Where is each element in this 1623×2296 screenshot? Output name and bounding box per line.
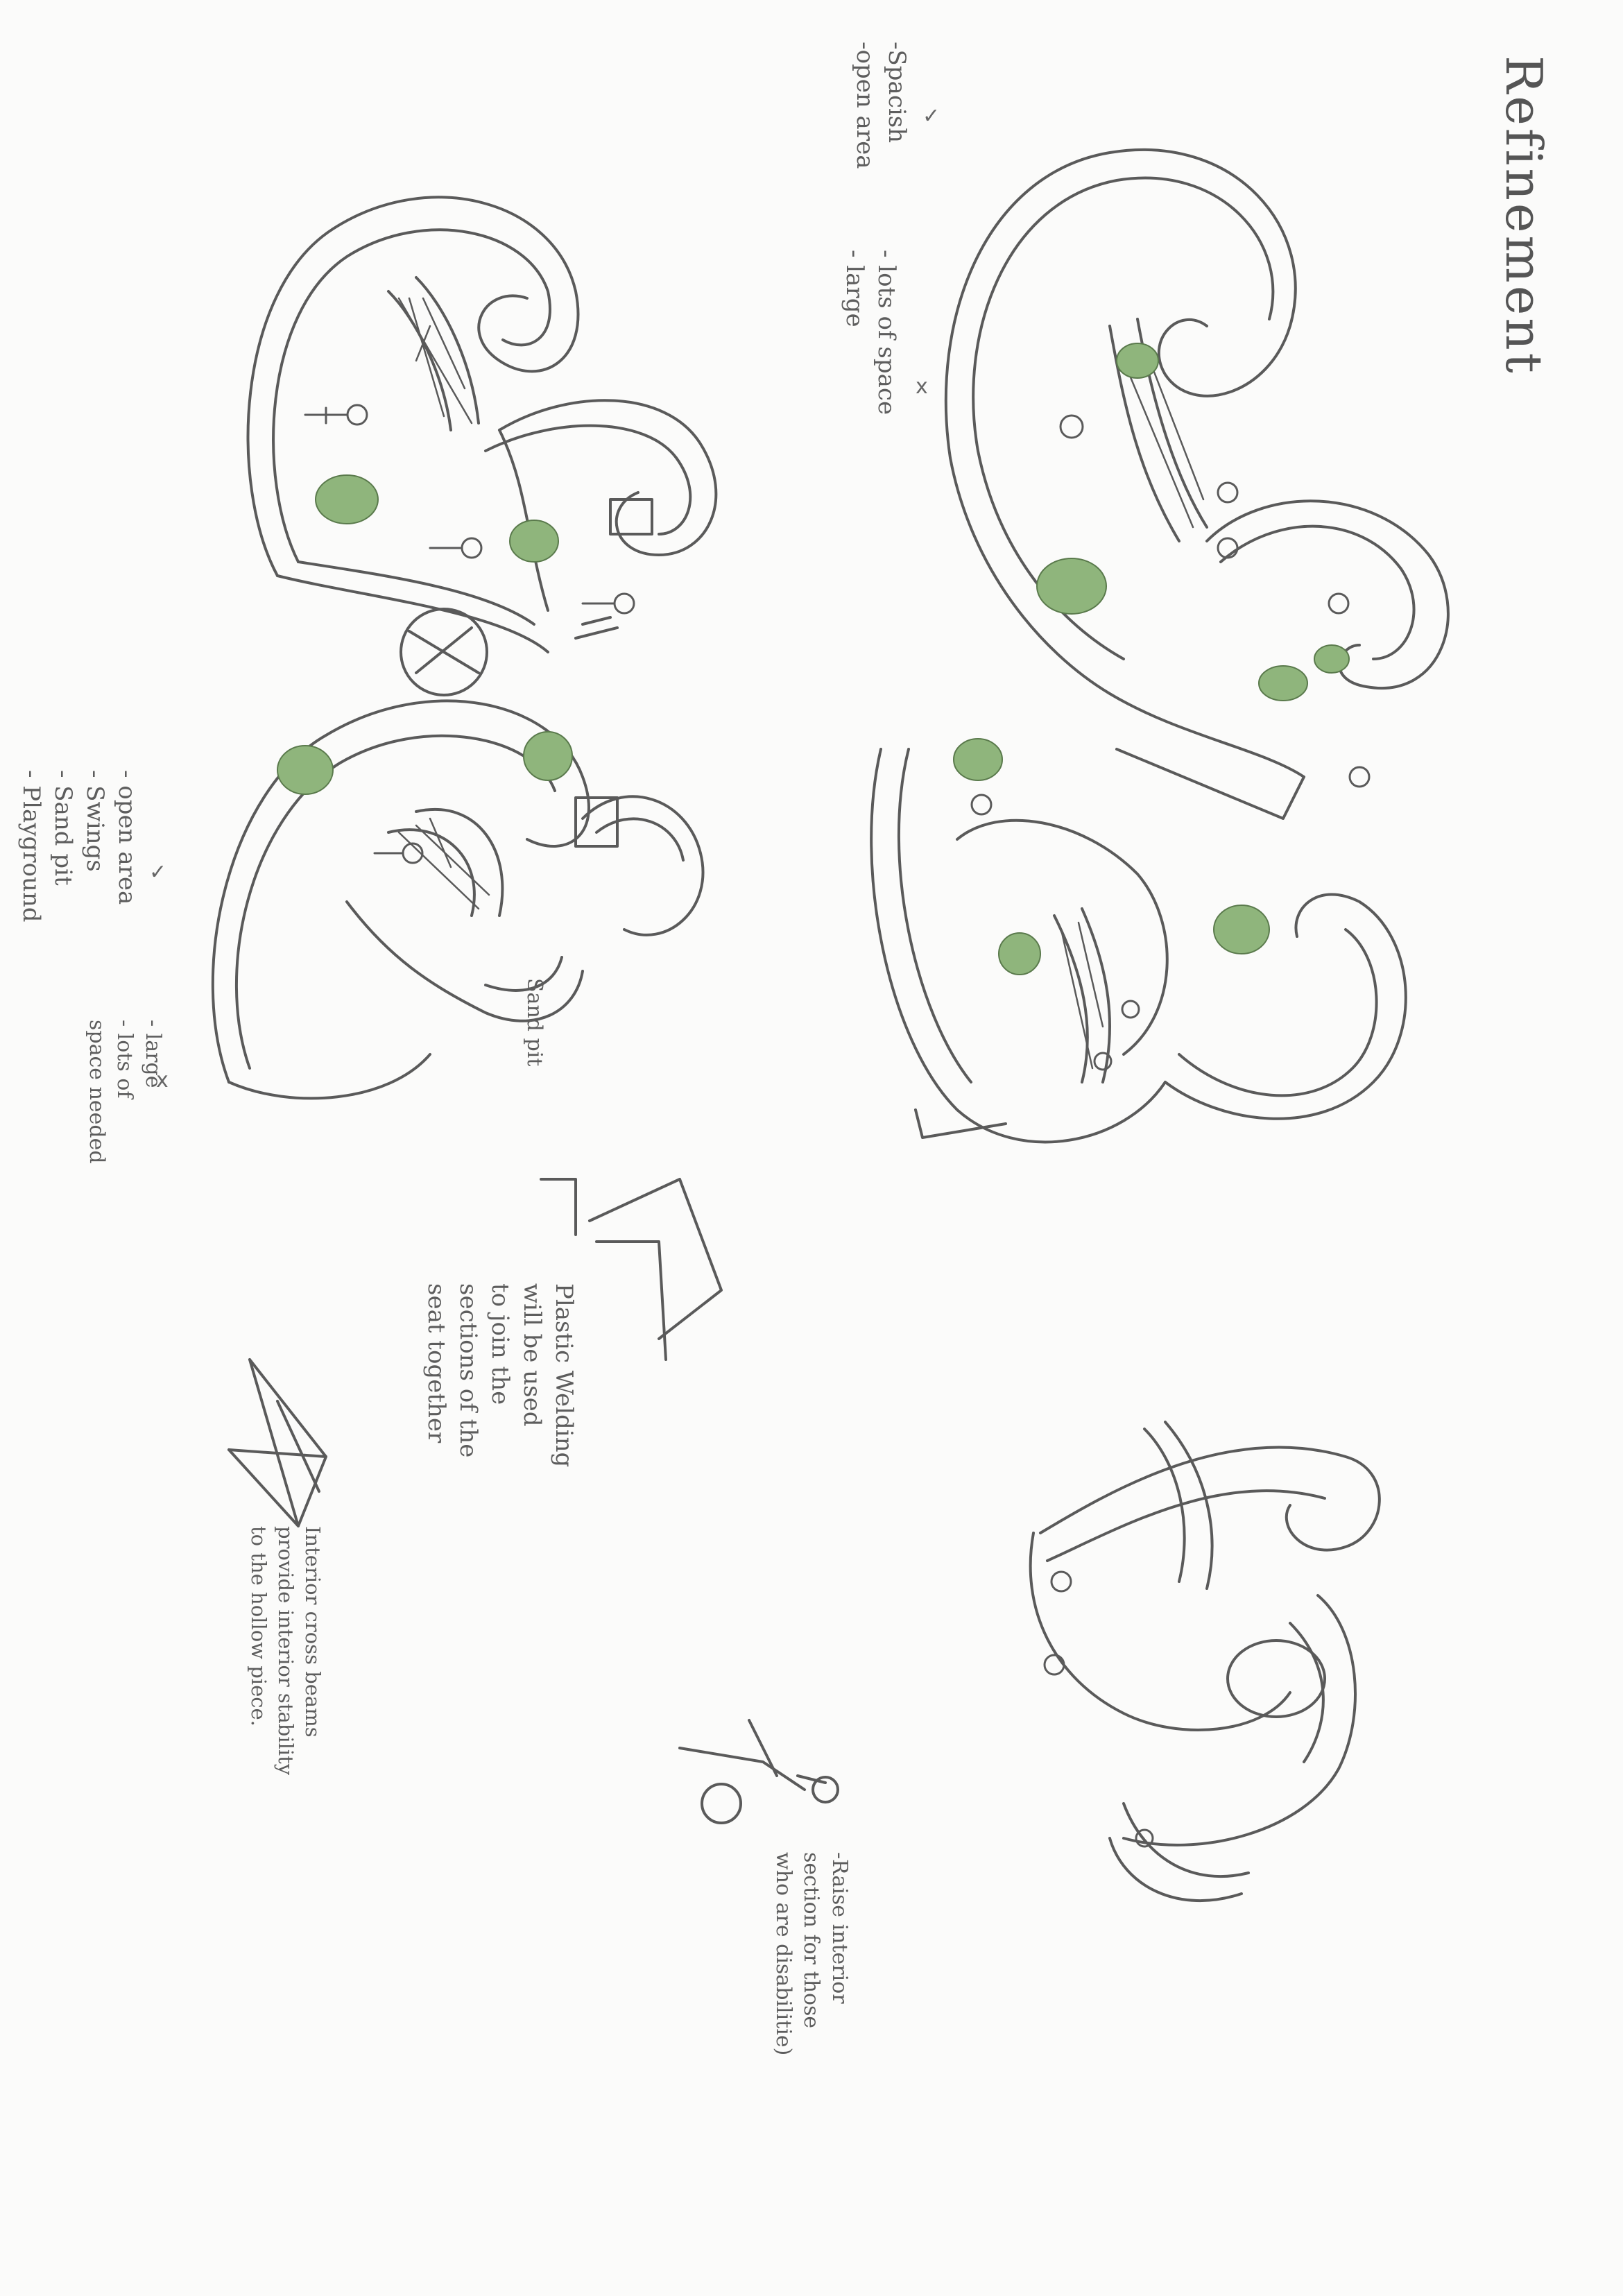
note-line: section for those [797,1852,825,2055]
foliage-marks [277,343,1349,975]
stick-figures [305,405,1369,1847]
note-line: -Raise interior [825,1852,854,2055]
note-line: seat together [420,1283,452,1467]
tick-mark: ✓ [922,104,940,128]
tick-mark: ✓ [149,860,166,884]
note-top-left-cons: - lots of space - large [838,250,902,415]
sketch-top-left-lower [213,609,703,1098]
note-line: - Playground [15,770,46,923]
cross-mark: x [916,375,928,399]
sketch-top-left-upper [248,197,716,652]
note-sand-pit: Sand pit [520,978,549,1066]
note-line: to the hollow piece. [245,1526,272,1775]
note-line: - lots of space [870,250,902,415]
note-bottom-left-cons: - large - lots of space needed [83,1020,167,1164]
sketch-right-lower [871,749,1406,1142]
note-line: -Spacish [880,42,912,169]
sketch-right-upper [946,150,1448,777]
note-bottom-left-pros: - open area - Swings - Sand pit - Playgr… [15,770,142,923]
note-plastic-welding: Plastic Welding will be used to join the… [420,1283,579,1467]
note-line: - large [838,250,870,415]
note-cross-beams: Interior cross beams provide interior st… [245,1526,326,1775]
note-line: will be used [515,1283,547,1467]
note-line: provide interior stability [272,1526,299,1775]
sketch-cross-beam [229,1360,326,1526]
note-line: Plastic Welding [547,1283,579,1467]
note-line: sections of the [452,1283,483,1467]
note-line: Interior cross beams [299,1526,326,1775]
note-line: space needed [83,1020,111,1164]
note-line: to join the [483,1283,515,1467]
sketch-three-lobe [1031,1422,1380,1901]
cross-mark: x [156,1068,169,1093]
page-title: Refinement [1490,55,1557,376]
note-top-left-pros: -Spacish -open area [848,42,912,169]
note-line: - Sand pit [46,770,78,923]
note-raise-interior: -Raise interior section for those who ar… [769,1852,854,2055]
note-line: - lots of [110,1020,139,1164]
note-line: who are disabilitie) [769,1852,798,2055]
sketch-wheelchair-figure [680,1720,838,1823]
note-line: -open area [848,42,880,169]
note-line: - Swings [78,770,110,923]
note-line: - open area [110,770,142,923]
